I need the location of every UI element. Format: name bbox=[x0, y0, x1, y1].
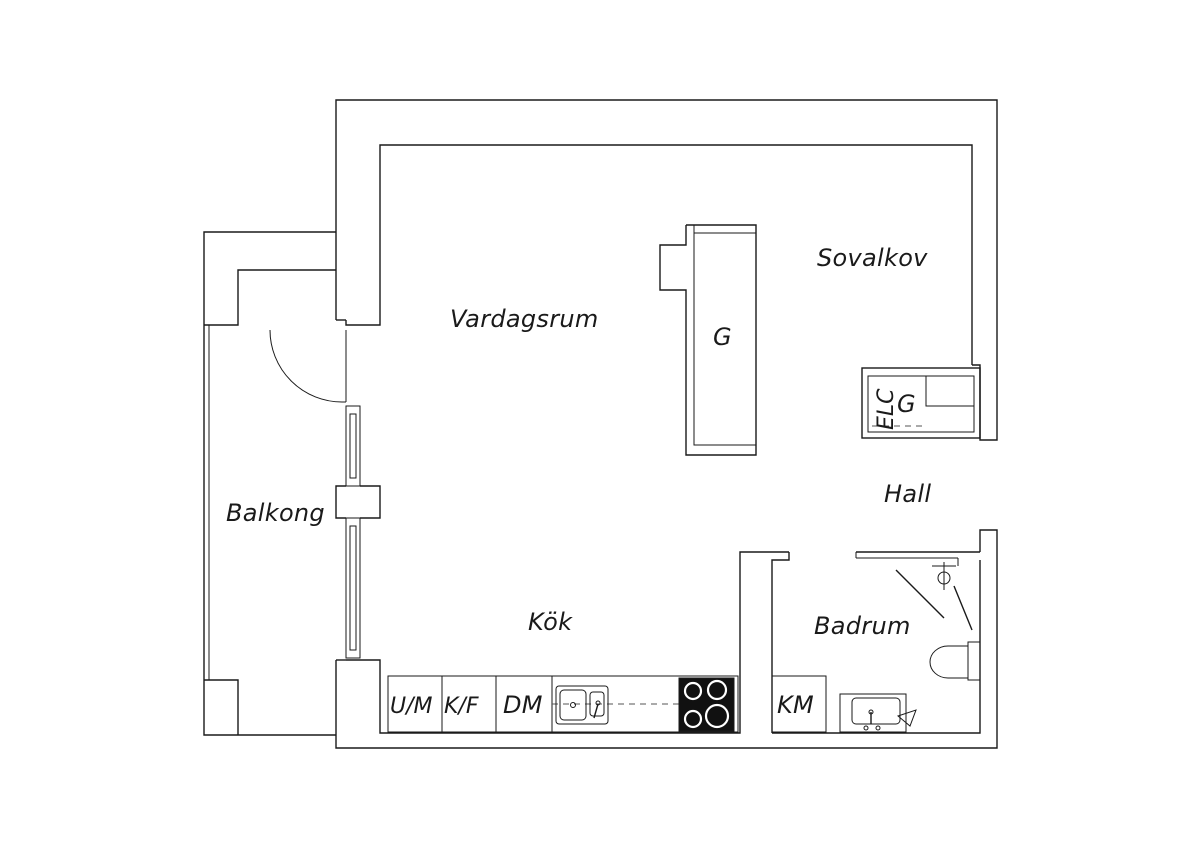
freezer-label: U/M bbox=[390, 694, 433, 719]
washing-machine-box bbox=[771, 675, 827, 733]
wardrobe-main-label: G bbox=[713, 323, 732, 351]
room-label-hall: Hall bbox=[884, 480, 931, 508]
room-label-badrum: Badrum bbox=[814, 612, 911, 640]
outer-walls bbox=[335, 99, 998, 749]
balcony-windows bbox=[335, 405, 381, 659]
room-label-balkong: Balkong bbox=[226, 499, 325, 527]
room-label-vardagsrum: Vardagsrum bbox=[450, 305, 599, 333]
wardrobe-hall-label: G bbox=[897, 390, 916, 418]
kitchen-sink-icon bbox=[555, 685, 609, 725]
hall-cabinet bbox=[861, 367, 981, 439]
dishwasher-label: DM bbox=[503, 691, 543, 719]
wardrobe-block bbox=[659, 224, 757, 456]
bathroom-fixtures bbox=[855, 551, 980, 631]
electric-cabinet-label: ELC bbox=[874, 388, 899, 430]
inner-walls bbox=[345, 144, 990, 734]
toilet-icon bbox=[929, 641, 981, 681]
bathroom-sink-icon bbox=[839, 693, 917, 733]
kitchen-counter bbox=[387, 675, 739, 733]
balcony-door bbox=[269, 329, 347, 403]
room-label-kok: Kök bbox=[528, 608, 573, 636]
fridge-freezer-label: K/F bbox=[444, 694, 479, 719]
balcony-outline bbox=[203, 231, 336, 736]
room-label-sovalkov: Sovalkov bbox=[817, 244, 928, 272]
washing-machine-label: KM bbox=[777, 691, 814, 719]
stove-icon bbox=[678, 677, 735, 732]
